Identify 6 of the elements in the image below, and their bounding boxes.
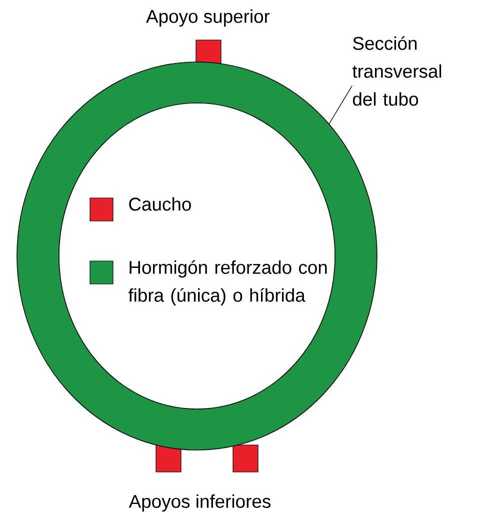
legend-text: Caucho <box>129 197 191 211</box>
support-label: Apoyos inferiores <box>128 494 270 512</box>
leader-line <box>328 86 352 124</box>
legend-text: Hormigón reforzado con fibra (única) o híbrida <box>128 260 327 306</box>
support-label: Apoyo superior <box>146 9 270 27</box>
section-label: Sección transversal del tubo <box>352 36 442 106</box>
